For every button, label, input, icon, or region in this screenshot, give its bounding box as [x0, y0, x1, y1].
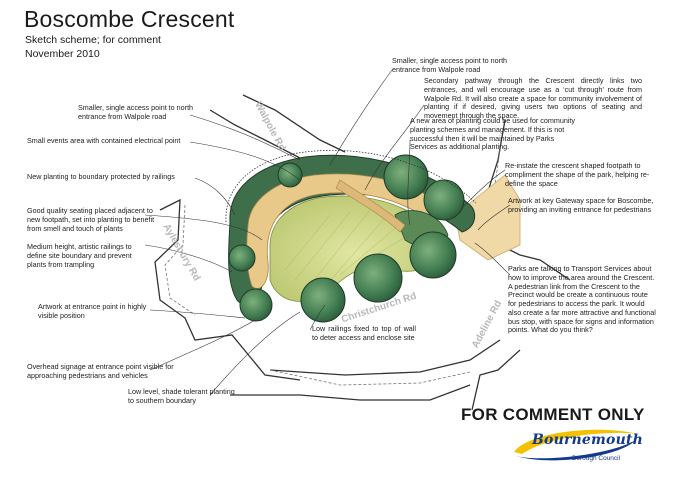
boundary-railings	[225, 149, 477, 223]
tree-icon	[423, 179, 465, 221]
bournemouth-logo-swoosh-icon	[514, 429, 638, 461]
tree-icon	[300, 277, 346, 323]
page-date: November 2010	[25, 48, 100, 60]
tree-icon	[353, 253, 403, 303]
page-subtitle: Sketch scheme; for comment	[25, 34, 161, 46]
trees	[228, 154, 465, 323]
logo-subtitle: Borough Council	[572, 455, 621, 462]
note-seating: Good quality seating placed adjacent to …	[27, 206, 155, 233]
annotation-leader-lines	[144, 69, 511, 396]
tree-icon	[277, 162, 303, 188]
crescent-footpath	[246, 173, 453, 289]
note-shade-planting: Low level, shade tolerant planting to so…	[128, 387, 235, 405]
note-low-railings: Low railings fixed to top of wall to det…	[312, 324, 416, 342]
note-overhead-signage: Overhead signage at entrance point visib…	[27, 362, 174, 380]
logo-wordmark: Bournemouth	[532, 432, 643, 448]
note-secondary-pathway: Secondary pathway through the Crescent d…	[424, 76, 642, 121]
note-events-area: Small events area with contained electri…	[27, 136, 181, 145]
entrance-paving	[454, 174, 521, 261]
note-new-planting-area: A new area of planting could be used for…	[410, 116, 576, 152]
tree-icon	[409, 231, 457, 279]
note-north-entrance-left: Smaller, single access point to north en…	[78, 103, 194, 121]
road-kerb-lines	[154, 94, 571, 411]
for-comment-only-banner: FOR COMMENT ONLY	[461, 405, 645, 424]
note-entrance-artwork: Artwork at entrance point in highly visi…	[38, 302, 147, 320]
tree-icon	[239, 288, 273, 322]
note-reinstate-footpath: Re-instate the crescent shaped footpath …	[505, 161, 650, 188]
note-transport: Parks are talking to Transport Services …	[508, 264, 656, 335]
tree-icon	[228, 244, 256, 272]
secondary-pathway	[335, 179, 406, 233]
tree-icon	[383, 154, 429, 200]
note-gateway-artwork: Artwork at key Gateway space for Boscomb…	[508, 196, 654, 214]
note-north-entrance-right: Smaller, single access point to north en…	[392, 56, 508, 74]
page-title: Boscombe Crescent	[24, 6, 235, 32]
note-boundary-planting: New planting to boundary protected by ra…	[27, 172, 175, 181]
note-railings: Medium height, artistic railings to defi…	[27, 242, 132, 269]
